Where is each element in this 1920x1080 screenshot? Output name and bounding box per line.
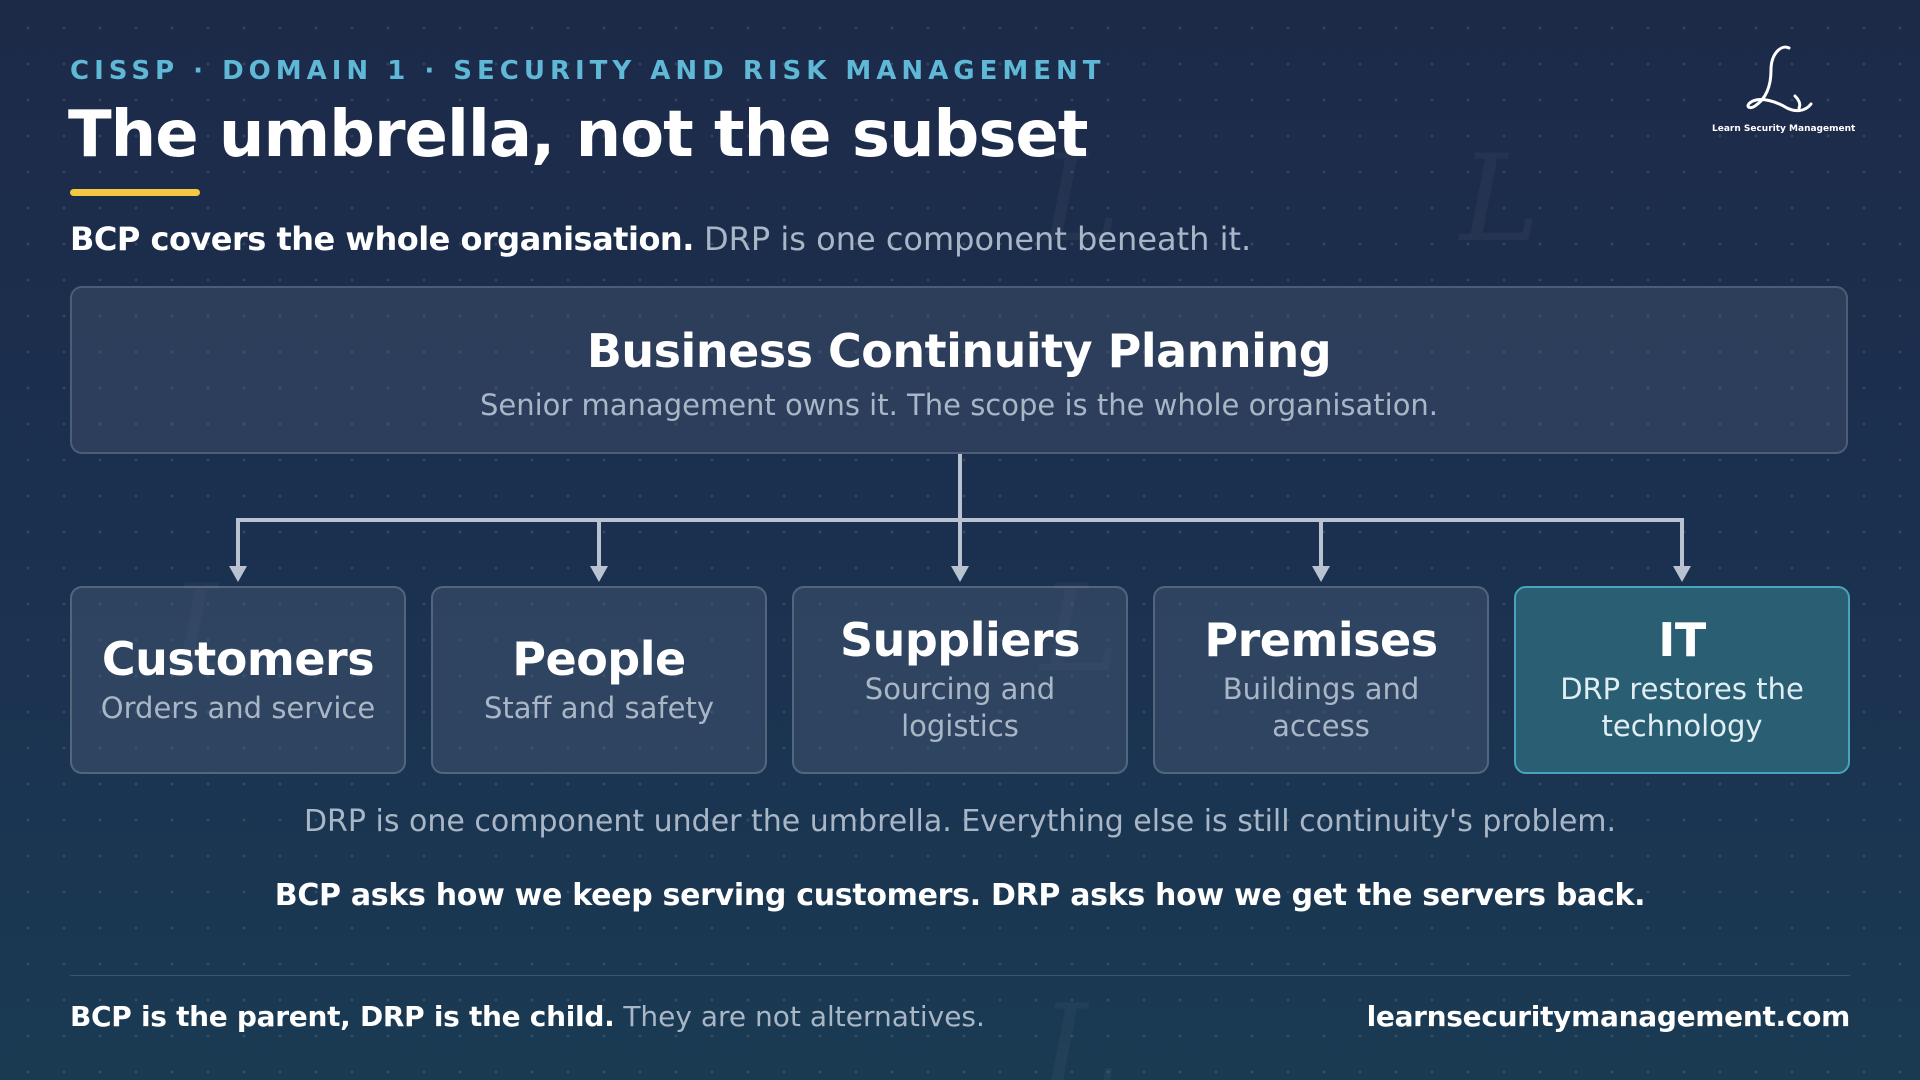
- component-card-premises: Premises Buildings and access: [1153, 586, 1489, 774]
- footer-divider: [70, 975, 1850, 976]
- arrowhead-suppliers: [951, 566, 969, 582]
- card-description: Buildings and access: [1222, 671, 1420, 744]
- subtitle-rest: DRP is one component beneath it.: [704, 220, 1252, 258]
- umbrella-note: DRP is one component under the umbrella.…: [303, 804, 1617, 839]
- card-description: Sourcing and logistics: [864, 671, 1056, 744]
- contrast-note: BCP asks how we keep serving customers. …: [274, 878, 1646, 913]
- card-title: Premises: [1204, 612, 1438, 667]
- logo-caption: Learn Security Management: [1712, 124, 1856, 134]
- page-subtitle: BCP covers the whole organisation. DRP i…: [70, 220, 1251, 258]
- card-title: Customers: [101, 631, 375, 686]
- bcp-subtitle: Senior management owns it. The scope is …: [479, 388, 1439, 422]
- component-card-people: People Staff and safety: [431, 586, 767, 774]
- card-title: IT: [1658, 612, 1706, 667]
- subtitle-strong: BCP covers the whole organisation.: [70, 220, 694, 258]
- arrowhead-customers: [229, 566, 247, 582]
- footer-strong: BCP is the parent, DRP is the child.: [70, 1000, 615, 1033]
- title-underline: [70, 189, 200, 196]
- bcp-umbrella-box: Business Continuity Planning Senior mana…: [70, 286, 1848, 454]
- arrowhead-people: [590, 566, 608, 582]
- component-card-suppliers: Suppliers Sourcing and logistics: [792, 586, 1128, 774]
- brand-logo: Learn Security Management: [1712, 40, 1856, 134]
- page-title: The umbrella, not the subset: [68, 98, 1088, 172]
- footer-takeaway: BCP is the parent, DRP is the child. The…: [70, 1000, 985, 1033]
- card-title: People: [512, 631, 686, 686]
- arrowhead-premises: [1312, 566, 1330, 582]
- script-l-icon: [1746, 45, 1813, 113]
- card-title: Suppliers: [839, 612, 1081, 667]
- arrowhead-it: [1673, 566, 1691, 582]
- website-url: learnsecuritymanagement.com: [1366, 1000, 1851, 1033]
- card-description: Orders and service: [100, 690, 376, 725]
- component-card-it: IT DRP restores the technology: [1514, 586, 1850, 774]
- card-description: Staff and safety: [484, 690, 714, 725]
- bcp-title: Business Continuity Planning: [586, 324, 1332, 378]
- component-card-customers: Customers Orders and service: [70, 586, 406, 774]
- course-overline: CISSP · DOMAIN 1 · SECURITY AND RISK MAN…: [70, 56, 1106, 86]
- card-description: DRP restores the technology: [1560, 671, 1804, 744]
- footer-rest: They are not alternatives.: [623, 1000, 985, 1033]
